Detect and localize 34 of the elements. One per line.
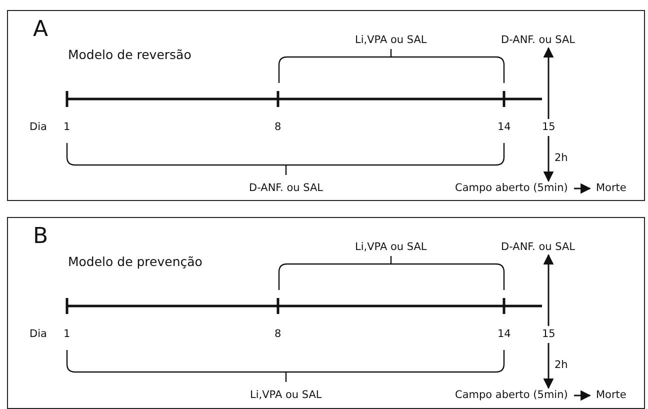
panel-frame bbox=[7, 10, 645, 201]
arrow bbox=[574, 390, 592, 401]
arrow bbox=[543, 343, 554, 390]
bracket-label: Li,VPA ou SAL bbox=[250, 389, 322, 402]
test-label: Campo aberto (5min) bbox=[455, 389, 568, 402]
bracket-label: D-ANF. ou SAL bbox=[249, 182, 324, 195]
bracket-label: Li,VPA ou SAL bbox=[355, 34, 427, 47]
bracket-label: Li,VPA ou SAL bbox=[355, 241, 427, 254]
arrow bbox=[574, 183, 592, 194]
treatment-label: D-ANF. ou SAL bbox=[501, 241, 576, 254]
day-number: 1 bbox=[64, 328, 70, 341]
panel-frame bbox=[7, 217, 645, 409]
treatment-label: D-ANF. ou SAL bbox=[501, 34, 576, 47]
edge-label: 2h bbox=[554, 152, 568, 164]
day-number: 15 bbox=[542, 328, 556, 341]
edge-label: 2h bbox=[554, 358, 568, 372]
day-number: 1 bbox=[64, 121, 70, 134]
arrow bbox=[543, 136, 554, 182]
test-label: Campo aberto (5min) bbox=[455, 182, 568, 195]
outcome-label: Morte bbox=[596, 389, 626, 402]
day-number: 14 bbox=[498, 121, 511, 134]
panel-title: Modelo de prevenção bbox=[68, 254, 202, 270]
panel-letter: A bbox=[33, 17, 48, 43]
day-number: 14 bbox=[498, 328, 511, 341]
arrow bbox=[543, 254, 554, 326]
axis-label: Dia bbox=[30, 121, 47, 134]
day-number: 15 bbox=[542, 121, 556, 134]
arrow bbox=[543, 46, 554, 119]
day-number: 8 bbox=[274, 328, 282, 341]
outcome-label: Morte bbox=[596, 182, 626, 195]
axis-label: Dia bbox=[30, 328, 47, 341]
panel-letter: B bbox=[33, 224, 48, 250]
panel-title: Modelo de reversão bbox=[68, 47, 192, 64]
day-number: 8 bbox=[274, 121, 282, 134]
